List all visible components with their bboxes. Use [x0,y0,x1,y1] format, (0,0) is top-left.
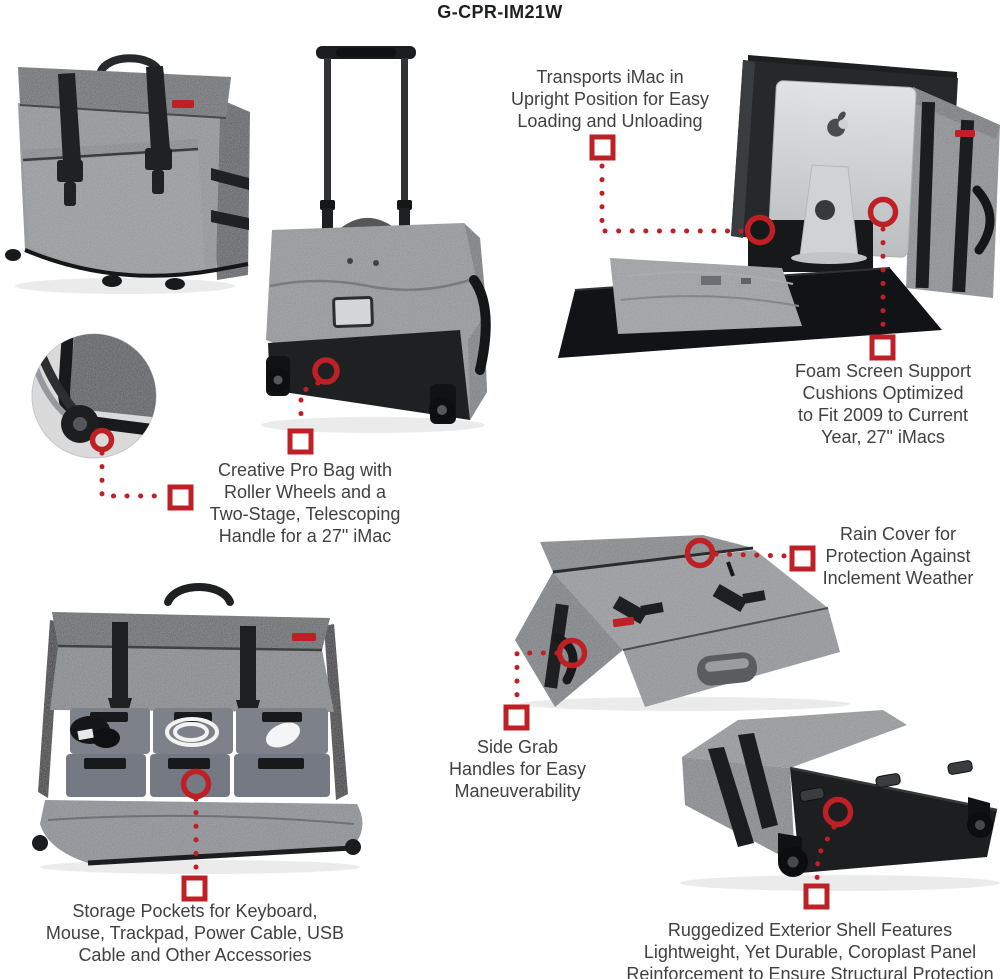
brand-tag [612,616,635,628]
panel-edge [789,766,998,812]
bottom-panel [268,330,470,420]
emblem [741,278,751,284]
top-straps [612,583,766,625]
shadow [520,697,850,711]
flap-seam [47,814,355,825]
photo-bag-bottom-view [650,705,1000,905]
brand-tag [955,130,975,137]
callout-creative-pro-bag: Creative Pro Bag with Roller Wheels and … [209,460,401,546]
brand-tag [292,633,316,641]
imac-stand [791,164,867,264]
brand-tag [172,100,194,108]
storage-pockets [66,708,330,797]
photo-wheel-closeup-inset [28,330,160,462]
buckle-straps [57,66,249,230]
flap-dark-edge [87,845,353,866]
bottom-feet [5,249,185,290]
inset-content [33,334,156,443]
marker-square-creative-left [167,484,194,511]
photo-bag-open-with-imac [553,40,1000,365]
pocket-items [70,716,301,748]
edge-seam [622,607,829,651]
usb-cable-coil [165,717,219,747]
photo-bag-telescoping-handle [258,40,493,435]
cushion-label [701,276,721,285]
callout-transports-imac: Transports iMac in Upright Position for … [510,67,710,131]
callout-foam-screen-support: Foam Screen Support Cushions Optimized t… [794,361,972,447]
callout-storage-pockets: Storage Pockets for Keyboard, Mouse, Tra… [45,901,345,965]
snap [373,260,379,266]
bag-handle [164,583,234,606]
id-label-window [332,295,374,329]
seam [269,278,471,292]
side-strap [469,275,491,375]
callout-ruggedized-shell: Ruggedized Exterior Shell Features Light… [626,920,994,979]
mouse [265,722,301,748]
callout-side-grab-handles: Side Grab Handles for Easy Maneuverabili… [448,737,587,801]
marker-square-storage [181,875,208,902]
shadow [15,278,235,294]
flap-edge [19,104,227,119]
snap [347,258,353,264]
corner-bumper [345,839,361,855]
panel-handle [972,185,995,255]
cushion-seam [620,295,800,307]
panel-strap [952,119,975,293]
roller-wheels [778,797,993,877]
flap-edge [57,644,323,652]
shadow [680,875,1000,891]
corner-bumper [32,835,48,851]
callout-rain-cover: Rain Cover for Protection Against Inclem… [822,524,974,588]
zipper-pull [726,561,735,577]
side-straps [708,733,778,847]
cushion-seam [627,271,794,285]
telescoping-handle [316,46,416,236]
panel-strap [915,101,936,289]
page-title: G-CPR-IM21W [437,2,563,22]
bottom-shell-panel [790,768,997,873]
velcro-strips [84,712,304,769]
front-handle [705,658,749,672]
bottom-latches [799,760,973,802]
power-plug [77,728,94,741]
photo-bag-front-view [5,50,255,295]
roller-wheels [266,356,456,424]
bottom-rail [24,248,249,278]
photo-bag-storage-pockets [28,580,373,875]
